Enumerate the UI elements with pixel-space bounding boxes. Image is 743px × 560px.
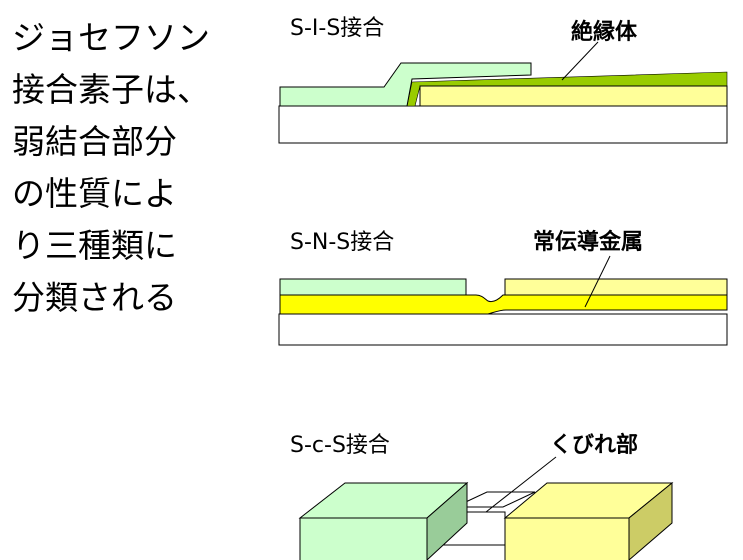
scs-left-block-front [299, 517, 428, 560]
intro-line: の性質によ [12, 174, 177, 213]
sis-callout-label: 絶縁体 [571, 20, 638, 45]
sis-callout-line [561, 41, 599, 81]
sns-callout-label: 常伝導金属 [533, 230, 644, 255]
scs-title: S-c-S接合 [290, 433, 390, 458]
sis-title: S-I-S接合 [290, 16, 385, 41]
intro-text: ジョセフソン 接合素子は、 弱結合部分 の性質によ り三種類に 分類される [12, 12, 210, 324]
intro-line: ジョセフソン [12, 18, 210, 57]
sns-callout-line [584, 255, 611, 308]
scs-diagram [298, 456, 674, 560]
sis-right-superconductor [419, 85, 728, 107]
scs-constriction-top [454, 491, 536, 508]
scs-right-block-front [504, 517, 630, 560]
sns-right-superconductor [504, 278, 728, 296]
sis-substrate [278, 105, 728, 144]
sis-left-superconductor [279, 62, 532, 107]
sns-left-superconductor [279, 278, 467, 296]
intro-line: り三種類に [12, 226, 177, 265]
scs-callout-label: くびれ部 [550, 433, 639, 458]
intro-line: 弱結合部分 [12, 122, 177, 161]
sis-diagram [278, 41, 728, 144]
intro-line: 接合素子は、 [12, 70, 210, 109]
scs-callout-line [485, 456, 557, 513]
intro-line: 分類される [12, 278, 177, 317]
sns-substrate [278, 313, 728, 346]
sns-diagram [278, 255, 728, 346]
sns-title: S-N-S接合 [290, 230, 395, 255]
sns-normal-metal [279, 294, 728, 315]
